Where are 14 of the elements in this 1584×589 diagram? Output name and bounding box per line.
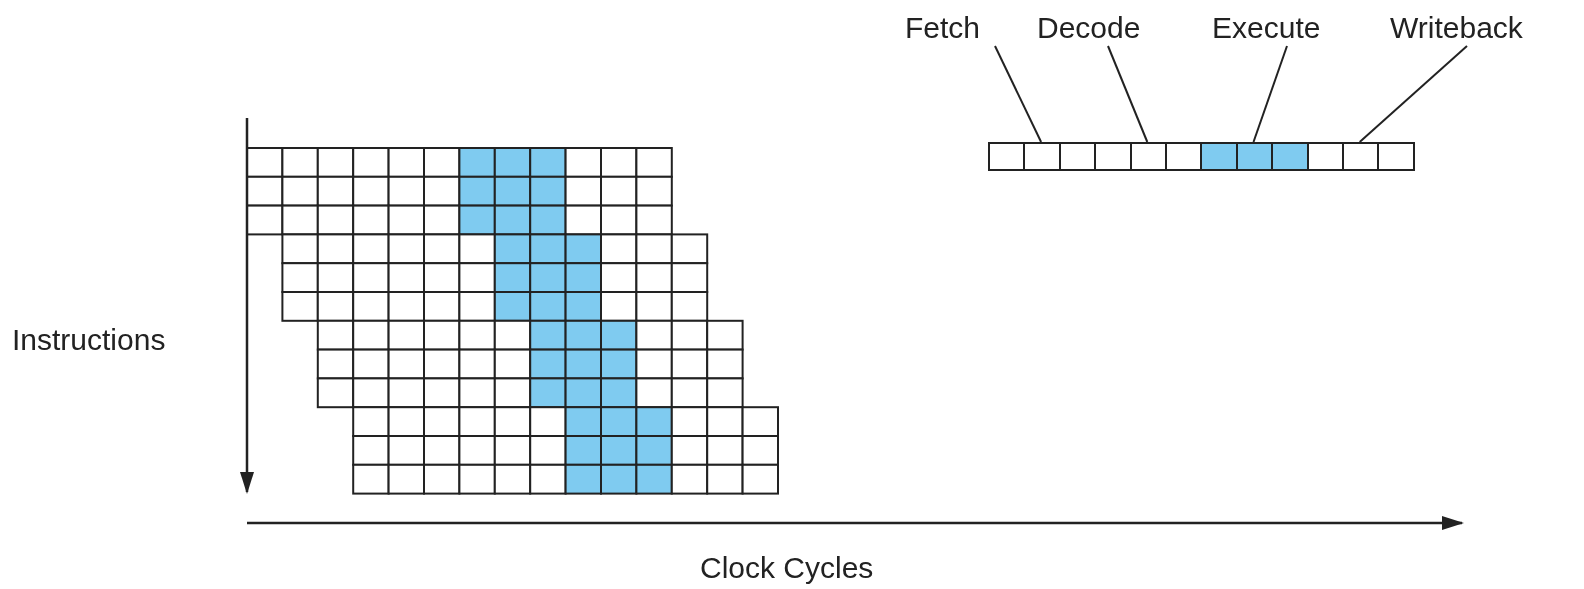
stage-cell xyxy=(1237,142,1274,171)
leader-line xyxy=(994,45,1043,143)
stage-label: Execute xyxy=(1212,10,1321,46)
leader-line xyxy=(1358,45,1468,143)
stage-label: Decode xyxy=(1037,10,1141,46)
leader-line xyxy=(1107,45,1149,143)
axis-label: Clock Cycles xyxy=(700,550,874,586)
stage-cell xyxy=(1025,142,1061,171)
stage-label: Fetch xyxy=(905,10,981,46)
stage-cell xyxy=(1131,142,1167,171)
axis-label: Instructions xyxy=(12,322,166,358)
leader-line xyxy=(1252,45,1288,143)
stage-cell xyxy=(1343,142,1380,171)
stage-label: Writeback xyxy=(1390,10,1523,46)
